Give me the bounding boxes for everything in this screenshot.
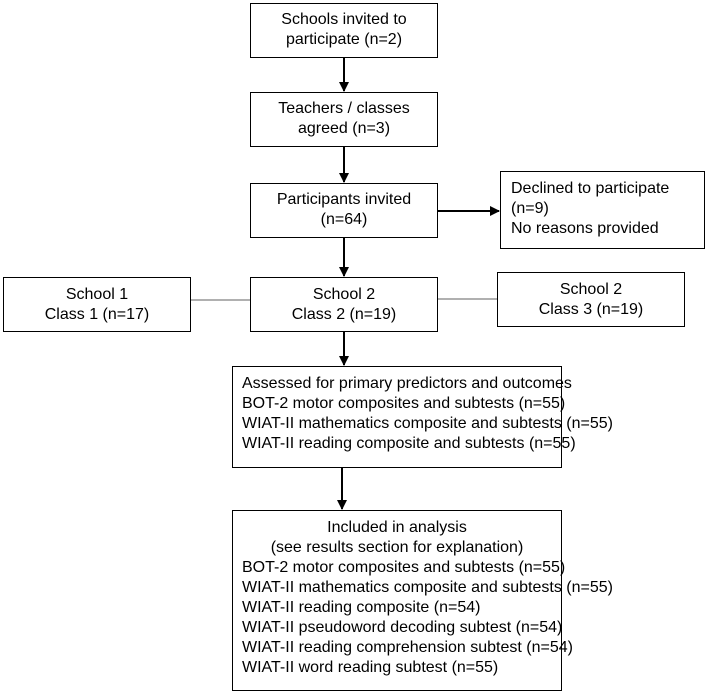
included-heading: Included in analysis xyxy=(327,519,467,536)
school1-line-2: Class 1 (n=17) xyxy=(44,306,150,323)
included-box: Included in analysis (see results sectio… xyxy=(232,510,613,691)
assessed-heading: Assessed for primary predictors and outc… xyxy=(242,375,572,392)
assessed-box: Assessed for primary predictors and outc… xyxy=(232,366,613,468)
school1-class1-box: School 1 Class 1 (n=17) xyxy=(3,277,191,332)
included-subheading: (see results section for explanation) xyxy=(270,539,524,556)
school2-class2-line-1: School 2 xyxy=(312,286,376,303)
declined-box: Declined to participate (n=9) No reasons… xyxy=(500,171,705,249)
participants-invited-box: Participants invited (n=64) xyxy=(250,183,438,238)
included-item: BOT-2 motor composites and subtests (n=5… xyxy=(242,559,566,576)
included-item: WIAT-II word reading subtest (n=55) xyxy=(242,659,499,676)
assessed-item: WIAT-II mathematics composite and subtes… xyxy=(242,415,613,432)
assessed-item: WIAT-II reading composite and subtests (… xyxy=(242,435,576,452)
teachers-agreed-line-2: agreed (n=3) xyxy=(297,120,391,137)
schools-invited-line-2: participate (n=2) xyxy=(285,31,403,48)
school2-class3-line-1: School 2 xyxy=(559,281,623,298)
schools-invited-box: Schools invited to participate (n=2) xyxy=(250,3,438,58)
included-item: WIAT-II pseudoword decoding subtest (n=5… xyxy=(242,619,563,636)
declined-line-2: (n=9) xyxy=(511,200,549,217)
assessed-item: BOT-2 motor composites and subtests (n=5… xyxy=(242,395,566,412)
school2-class3-box: School 2 Class 3 (n=19) xyxy=(497,272,685,327)
teachers-agreed-box: Teachers / classes agreed (n=3) xyxy=(250,92,438,147)
school1-line-1: School 1 xyxy=(65,286,129,303)
school2-class3-line-2: Class 3 (n=19) xyxy=(538,301,644,318)
school2-class2-box: School 2 Class 2 (n=19) xyxy=(250,277,438,332)
teachers-agreed-line-1: Teachers / classes xyxy=(278,100,410,117)
participants-invited-line-1: Participants invited xyxy=(276,191,412,208)
included-item: WIAT-II mathematics composite and subtes… xyxy=(242,579,613,596)
participants-invited-line-2: (n=64) xyxy=(320,211,368,228)
declined-line-3: No reasons provided xyxy=(511,220,659,237)
declined-line-1: Declined to participate xyxy=(511,180,670,197)
schools-invited-line-1: Schools invited to xyxy=(281,11,407,28)
school2-class2-line-2: Class 2 (n=19) xyxy=(291,306,397,323)
included-item: WIAT-II reading comprehension subtest (n… xyxy=(242,639,573,656)
included-item: WIAT-II reading composite (n=54) xyxy=(242,599,481,616)
